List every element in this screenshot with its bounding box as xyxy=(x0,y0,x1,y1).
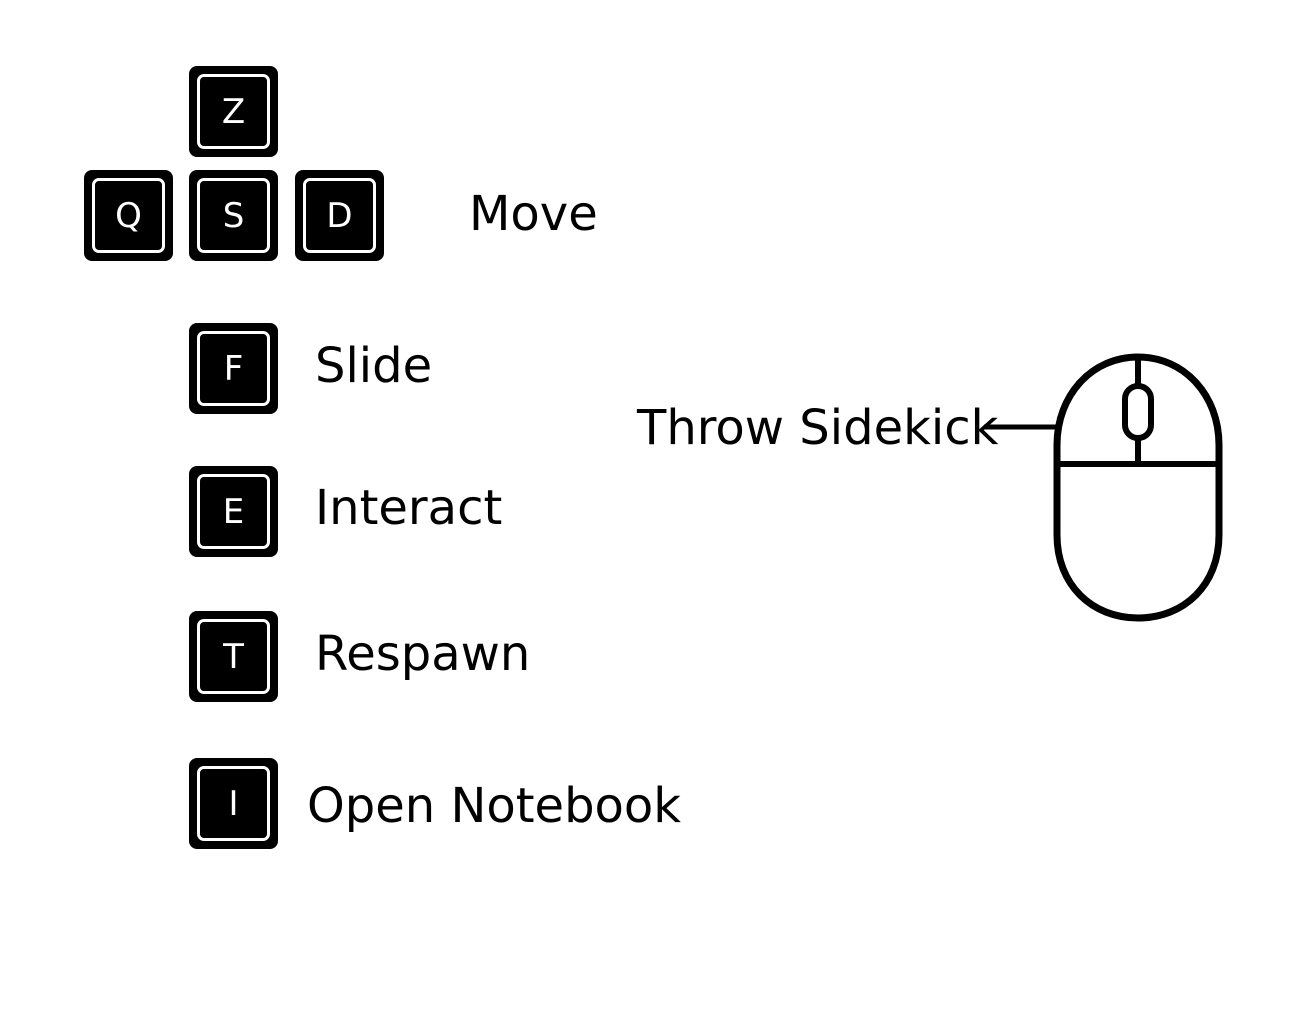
key-t: T xyxy=(189,611,278,702)
key-z-label: Z xyxy=(197,74,270,149)
action-interact-label: Interact xyxy=(315,480,503,536)
mouse-scroll-wheel xyxy=(1122,383,1154,441)
key-f-label: F xyxy=(197,331,270,406)
action-throw-sidekick-label: Throw Sidekick xyxy=(637,400,999,456)
key-q-label: Q xyxy=(92,178,165,253)
key-i: I xyxy=(189,758,278,849)
key-e-label: E xyxy=(197,474,270,549)
key-q: Q xyxy=(84,170,173,261)
key-t-label: T xyxy=(197,619,270,694)
key-i-label: I xyxy=(197,766,270,841)
action-respawn-label: Respawn xyxy=(315,626,531,682)
key-s-label: S xyxy=(197,178,270,253)
action-slide-label: Slide xyxy=(315,338,433,394)
action-move-label: Move xyxy=(469,186,598,242)
mouse-body xyxy=(1053,353,1223,622)
key-e: E xyxy=(189,466,278,557)
key-d: D xyxy=(295,170,384,261)
key-f: F xyxy=(189,323,278,414)
key-d-label: D xyxy=(303,178,376,253)
key-s: S xyxy=(189,170,278,261)
action-open-notebook-label: Open Notebook xyxy=(307,778,682,834)
mouse-icon xyxy=(984,353,1223,622)
key-z: Z xyxy=(189,66,278,157)
